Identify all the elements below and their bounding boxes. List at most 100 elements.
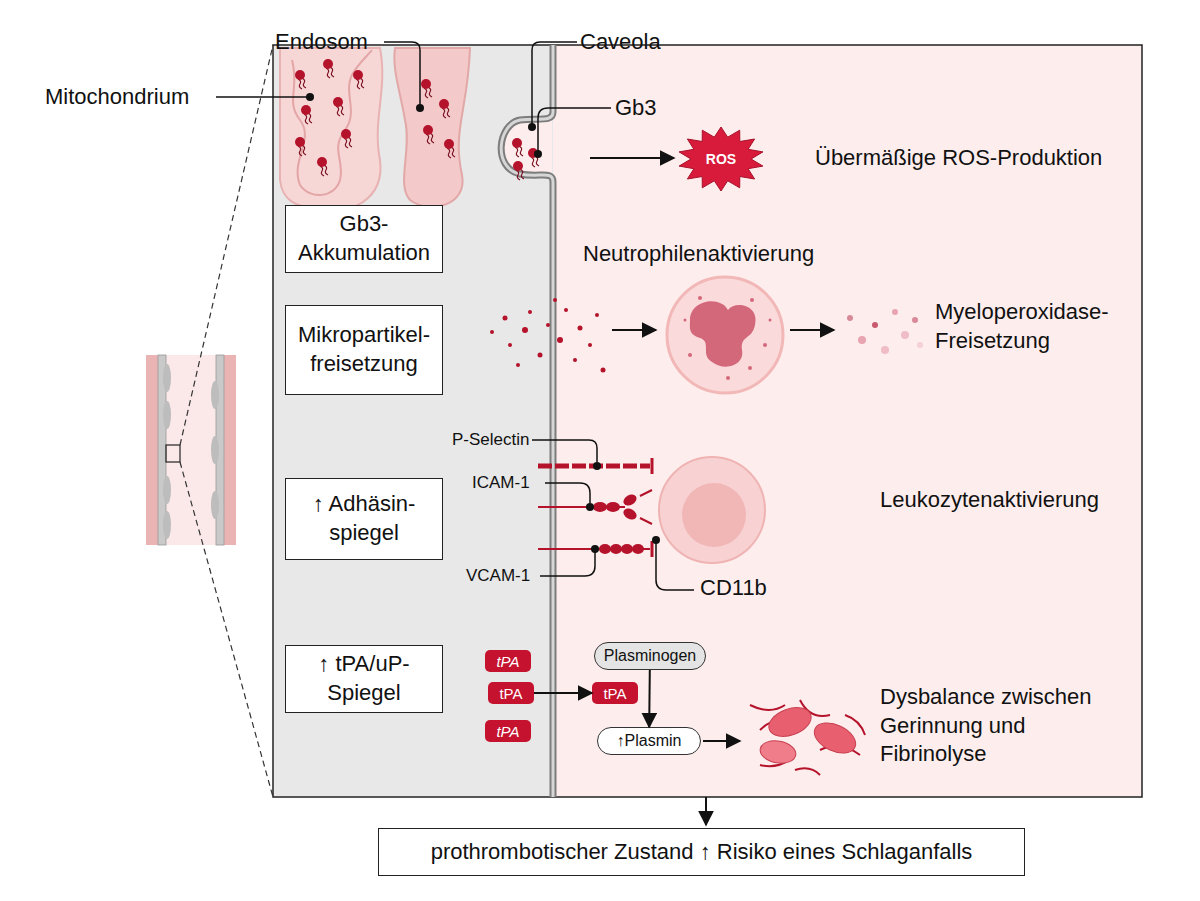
microparticle [508, 343, 512, 347]
flow-arrow [703, 740, 740, 742]
vcam-domain [610, 544, 622, 554]
microparticle [528, 310, 532, 314]
leukocyte-nucleus [682, 483, 746, 547]
node-text: tPA [499, 686, 522, 701]
flow-arrow [705, 797, 707, 825]
tpa-tag: tPA [488, 682, 534, 704]
neutrophil-nucleus [690, 301, 756, 366]
gb3-lipid [295, 137, 306, 156]
leader-line [545, 483, 590, 503]
endothelial-cell [163, 401, 171, 429]
icam-domain [593, 502, 607, 512]
leader-dot [591, 545, 599, 553]
outcome-box: prothrombotischer Zustand ↑ Risiko eines… [378, 828, 1025, 876]
gb3-lipid [512, 138, 523, 157]
microparticles [490, 298, 606, 373]
endothelial-cell [211, 436, 219, 464]
microparticle [516, 363, 520, 367]
microparticle [522, 327, 528, 333]
flow-arrow [590, 157, 674, 159]
icam-1-molecule [593, 492, 639, 522]
microparticle [503, 316, 508, 321]
vcam-1-molecule [599, 544, 644, 554]
node-text: tPA [496, 724, 519, 739]
mitochondrion [280, 48, 382, 211]
part-label: Mitochondrium [45, 83, 217, 112]
mpo-particle [892, 309, 898, 315]
leader-dot [534, 150, 542, 158]
fibrin-fragments [750, 700, 865, 775]
microparticle [573, 358, 577, 362]
vcam-domain [632, 544, 644, 554]
p-selectin-molecule [651, 458, 654, 474]
vcam-domain [621, 544, 633, 554]
part-label: Gb3 [615, 94, 675, 123]
molecule-label: ICAM-1 [472, 472, 544, 494]
molecule-label: P-Selectin [452, 429, 542, 451]
molecule-label: CD11b [700, 574, 780, 603]
granule [726, 376, 730, 380]
gb3-lipid [301, 105, 312, 124]
granule [698, 296, 702, 300]
granule [684, 319, 687, 322]
microparticle [578, 326, 583, 331]
burst-outline [679, 127, 763, 191]
leader-line [656, 540, 694, 590]
microparticle [557, 337, 563, 343]
process-box: Gb3- Akkumulation [285, 205, 443, 273]
effect-label: Neutrophilenaktivierung [583, 240, 863, 269]
node-text: tPA [496, 654, 519, 669]
gb3-lipid [513, 161, 524, 180]
microparticle [595, 313, 599, 317]
microparticle [538, 353, 543, 358]
mpo-particle [847, 315, 853, 321]
leader-line [216, 96, 310, 98]
mpo-particle [912, 317, 918, 323]
icam-domain [621, 492, 638, 508]
leader-line [384, 42, 420, 108]
node-text: Mikropartikel- freisetzung [292, 321, 436, 378]
icam-domain [606, 502, 620, 512]
endothelial-cell [211, 381, 219, 409]
gb3-lipid [317, 157, 328, 176]
granule [769, 319, 772, 322]
gb3-lipid [423, 125, 434, 144]
endothelial-cell [163, 476, 171, 504]
microparticle [553, 298, 557, 302]
fibrin-strand [750, 705, 785, 710]
vessel-wall [224, 355, 236, 545]
vessel-lumen [146, 355, 236, 545]
neutrophil [667, 277, 783, 393]
microparticle [546, 323, 550, 327]
node-text: ↑ Adhäsin- spiegel [292, 490, 436, 547]
tpa-tag: tPA [592, 682, 638, 704]
node-text: ↑ tPA/uP- Spiegel [292, 650, 436, 707]
gb3-lipid [341, 129, 352, 148]
effect-label: Dysbalance zwischen Gerinnung und Fibrin… [880, 683, 1125, 769]
process-box: ↑ tPA/uP- Spiegel [285, 645, 443, 713]
mpo-particle [881, 346, 889, 354]
vcam-domain [599, 544, 611, 554]
gb3-lipid [444, 139, 455, 158]
leader-dot [586, 503, 594, 511]
process-box: ↑ Adhäsin- spiegel [285, 478, 443, 560]
node-text: tPA [603, 686, 626, 701]
node-text: ROS [706, 151, 736, 167]
mpo-particle [858, 336, 866, 344]
microparticle [588, 343, 592, 347]
molecule-label: VCAM-1 [466, 565, 538, 587]
icam-domain [621, 506, 638, 522]
tpa-tag: tPA [485, 650, 531, 672]
gb3-lipid [439, 99, 450, 118]
zoom-line [180, 462, 273, 797]
leader-line [540, 552, 595, 576]
part-label: Endosom [275, 28, 385, 57]
endosome [394, 48, 470, 207]
cristae [292, 50, 372, 195]
endothelial-cell [211, 491, 219, 519]
leader-dot [593, 462, 601, 470]
zoom-box [166, 445, 180, 462]
leader-line [532, 440, 597, 462]
